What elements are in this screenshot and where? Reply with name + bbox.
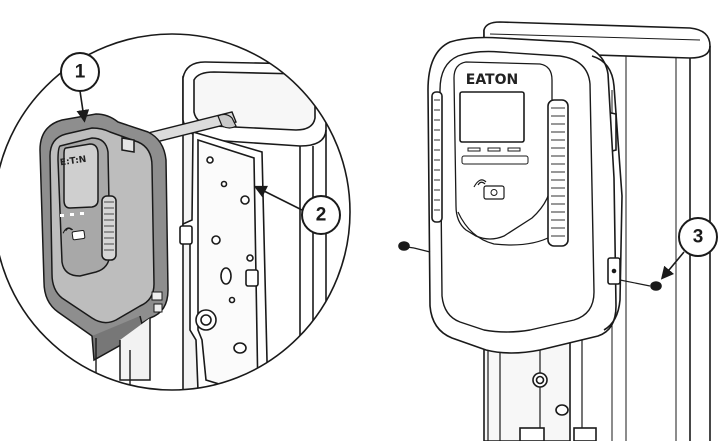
security-screw-left bbox=[398, 241, 431, 253]
status-led-row-small bbox=[60, 212, 84, 217]
rfid-card-icon bbox=[62, 227, 86, 241]
charger-unit-large bbox=[427, 36, 623, 354]
rfid-card-icon bbox=[473, 179, 505, 200]
installed-assembly: EATON bbox=[398, 21, 711, 441]
side-vent-right bbox=[547, 99, 569, 247]
arrow-icon bbox=[253, 185, 303, 211]
detail-magnifier: E:T:N bbox=[0, 33, 351, 391]
arrow-icon bbox=[76, 90, 90, 123]
status-led-row bbox=[461, 147, 529, 165]
side-vent-left bbox=[431, 91, 443, 223]
callout-1: 1 bbox=[60, 52, 100, 123]
svg-text:1: 1 bbox=[75, 62, 86, 83]
brand-logo-large: EATON bbox=[466, 72, 518, 88]
arrow-icon bbox=[660, 251, 685, 280]
charger-unit-small bbox=[39, 113, 169, 381]
security-screw-right bbox=[619, 279, 662, 291]
display-screen bbox=[459, 91, 525, 143]
svg-text:3: 3 bbox=[693, 227, 704, 248]
pole-with-mounting-plate bbox=[143, 61, 327, 390]
brand-logo-small: E:T:N bbox=[59, 155, 87, 169]
callout-2: 2 bbox=[253, 185, 341, 235]
svg-text:2: 2 bbox=[316, 205, 327, 226]
callout-3: 3 bbox=[660, 217, 718, 280]
magnifier-circle bbox=[0, 33, 351, 391]
